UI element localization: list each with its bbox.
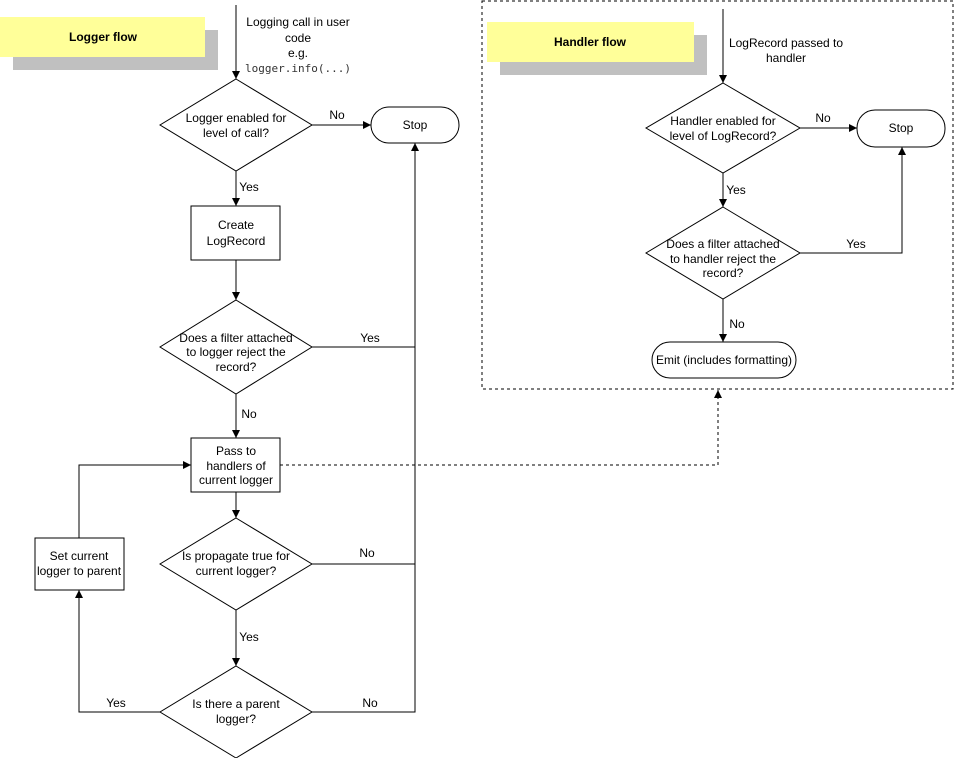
logger-enabled-no-label: No — [329, 108, 345, 122]
handler-filter-text-1: Does a filter attached — [666, 237, 779, 251]
logger-entry-code: logger.info(...) — [245, 62, 351, 75]
propagate-text-2: current logger? — [196, 564, 277, 578]
logger-filter-yes-label: Yes — [360, 331, 380, 345]
handler-flow-title: Handler flow — [554, 35, 627, 49]
logger-enabled-text-1: Logger enabled for — [186, 111, 287, 125]
parent-no-label: No — [362, 696, 378, 710]
parent-decision — [159, 665, 313, 758]
handler-entry-text-2: handler — [766, 51, 806, 65]
handler-flow-container — [481, 0, 954, 390]
parent-text-2: logger? — [216, 712, 256, 726]
to-stop-vertical-arrow — [312, 143, 419, 713]
pass-to-handlers-text-2: handlers of — [206, 459, 266, 473]
handler-enabled-text-1: Handler enabled for — [670, 114, 775, 128]
logger-flow-title-box — [0, 17, 205, 57]
logger-stop-text: Stop — [403, 118, 428, 132]
handler-filter-text-3: record? — [703, 266, 744, 280]
pass-to-handlers-text-1: Pass to — [216, 444, 256, 458]
logger-filter-no-label: No — [241, 407, 257, 421]
logger-filter-text-1: Does a filter attached — [179, 331, 292, 345]
loop-back-arrow — [78, 461, 191, 538]
handler-enabled-text-2: level of LogRecord? — [670, 129, 777, 143]
parent-text-1: Is there a parent — [192, 697, 280, 711]
parent-yes-arrow — [75, 590, 160, 713]
handler-enabled-yes-label: Yes — [726, 183, 746, 197]
emit-terminal — [651, 341, 797, 379]
create-logrecord-text-1: Create — [218, 218, 254, 232]
handler-filter-no-label: No — [729, 317, 745, 331]
propagate-yes-label: Yes — [239, 630, 259, 644]
create-logrecord-box — [190, 205, 281, 261]
logger-entry-text-2: code — [285, 31, 311, 45]
logger-entry-text-3: e.g. — [288, 46, 308, 60]
logger-enabled-decision — [159, 78, 313, 172]
emit-text: Emit (includes formatting) — [656, 353, 792, 367]
handler-stop-text: Stop — [889, 121, 914, 135]
to-handler-flow-dashed-arrow — [280, 390, 722, 466]
handler-enabled-no-label: No — [815, 111, 831, 125]
propagate-text-1: Is propagate true for — [182, 549, 290, 563]
handler-enabled-decision — [645, 82, 801, 174]
handler-filter-yes-label: Yes — [846, 237, 866, 251]
create-logrecord-text-2: LogRecord — [207, 234, 266, 248]
logger-filter-text-2: to logger reject the — [186, 345, 286, 359]
handler-filter-yes-arrow — [800, 147, 906, 254]
logger-enabled-text-2: level of call? — [203, 126, 269, 140]
logger-filter-text-3: record? — [216, 360, 257, 374]
handler-flow-title-box — [487, 22, 694, 62]
handler-entry-text-1: LogRecord passed to — [729, 36, 843, 50]
set-parent-text-2: logger to parent — [37, 564, 122, 578]
set-parent-text-1: Set current — [50, 549, 109, 563]
logger-entry-text-1: Logging call in user — [246, 15, 349, 29]
set-parent-box — [34, 537, 125, 591]
propagate-no-label: No — [359, 546, 375, 560]
logger-enabled-yes-label: Yes — [239, 180, 259, 194]
handler-filter-text-2: to handler reject the — [670, 252, 776, 266]
parent-yes-label: Yes — [106, 696, 126, 710]
logger-flow-title: Logger flow — [69, 30, 138, 44]
pass-to-handlers-text-3: current logger — [199, 473, 273, 487]
